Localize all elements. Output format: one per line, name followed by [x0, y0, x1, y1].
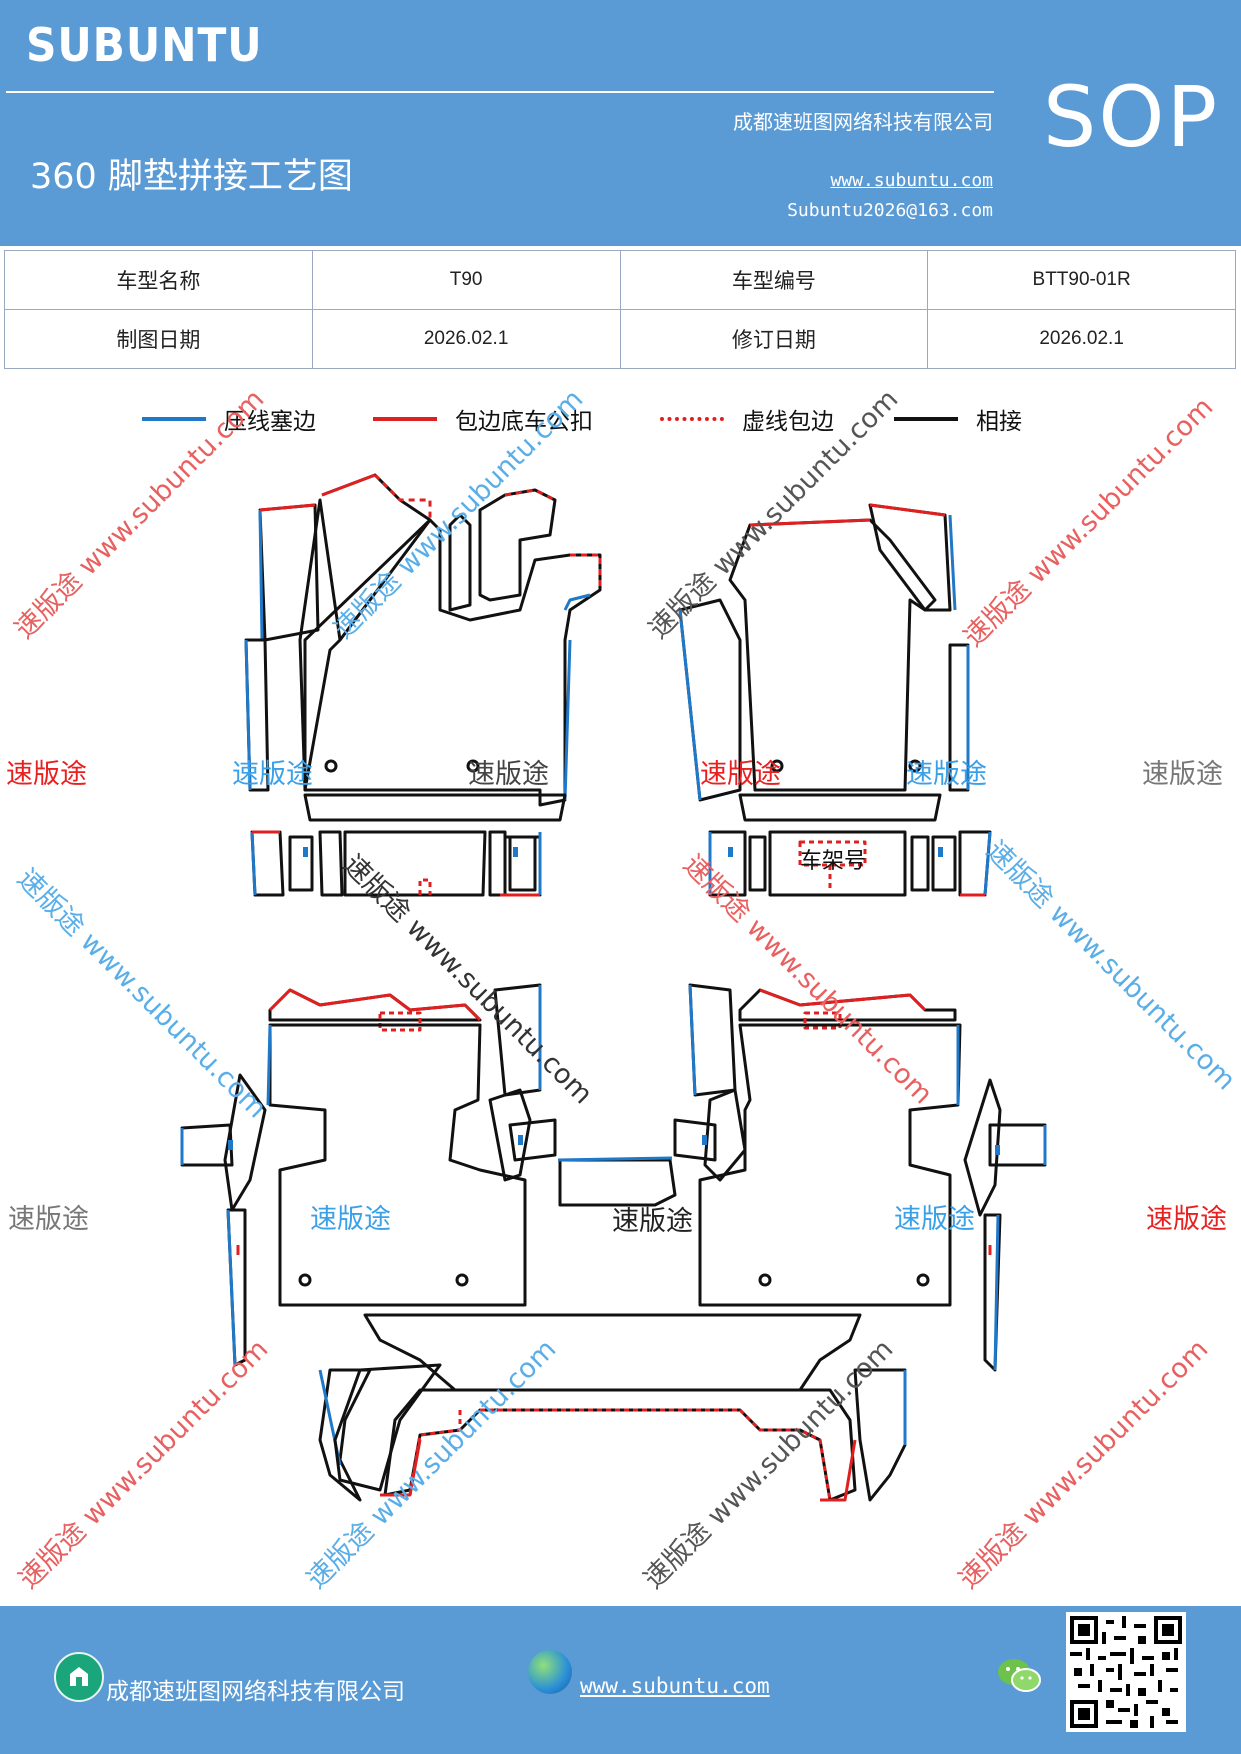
watermark: 速版途 [894, 1204, 975, 1235]
clip-marker [303, 847, 308, 857]
website-link[interactable]: www.subuntu.com [830, 170, 993, 191]
watermark: 速版途 [906, 759, 987, 790]
email-address[interactable]: Subuntu2026@163.com [787, 200, 993, 221]
rear-row-mat [318, 1313, 907, 1502]
watermark: 速版途 [700, 759, 781, 790]
table-row: 车型名称 T90 车型编号 BTT90-01R [4, 250, 1236, 310]
footer-company: 成都速班图网络科技有限公司 [106, 1679, 405, 1705]
watermark: 速版途 [612, 1206, 693, 1237]
watermark: 速版途 [6, 759, 87, 790]
watermark: 速版途 www.subuntu.com [980, 835, 1241, 1096]
watermark: 速版途 [310, 1204, 391, 1235]
clip-marker [228, 1140, 233, 1150]
clip-marker [728, 847, 733, 857]
model-name-value: T90 [311, 250, 621, 310]
header-divider [6, 91, 994, 93]
clip-marker [995, 1145, 1000, 1155]
legend-label: 虚线包边 [742, 409, 834, 435]
legend-label: 相接 [976, 409, 1022, 435]
building-icon [54, 1652, 104, 1702]
watermarks-long: 速版途 www.subuntu.com 速版途 www.subuntu.com … [9, 384, 1241, 1595]
watermark: 速版途 [468, 759, 549, 790]
passenger-front-mat [678, 503, 992, 897]
legend-item-joint: 相接 [894, 404, 1022, 435]
brand-logo: SUBUNTU [26, 18, 263, 72]
watermark: 速版途 www.subuntu.com [638, 1334, 899, 1595]
model-name-label: 车型名称 [4, 250, 313, 310]
legend-label: 压线塞边 [224, 409, 316, 435]
legend-swatch [660, 417, 724, 421]
watermark: 速版途 [1142, 759, 1223, 790]
model-code-label: 车型编号 [619, 250, 929, 310]
watermark: 速版途 www.subuntu.com [953, 1334, 1214, 1595]
clip-markers [228, 847, 1000, 1155]
rear-right-mat [688, 983, 1047, 1372]
draw-date-value: 2026.02.1 [311, 309, 621, 369]
globe-icon [528, 1650, 572, 1694]
watermark: 速版途 www.subuntu.com [328, 384, 589, 645]
building-icon [70, 1667, 88, 1686]
watermark: 速版途 www.subuntu.com [643, 384, 904, 645]
clip-marker [518, 1135, 523, 1145]
watermark: 速版途 www.subuntu.com [337, 849, 598, 1110]
watermark: 速版途 www.subuntu.com [958, 392, 1219, 653]
watermark: 速版途 www.subuntu.com [13, 1334, 274, 1595]
clip-marker [938, 847, 943, 857]
qr-code[interactable] [1066, 1612, 1186, 1732]
legend-swatch [894, 417, 958, 421]
watermark: 速版途 [8, 1204, 89, 1235]
revise-date-value: 2026.02.1 [927, 309, 1236, 369]
watermark: 速版途 www.subuntu.com [677, 849, 938, 1110]
legend-item-wrap-buckle: 包边底车公扣 [373, 404, 593, 435]
legend-swatch [142, 417, 206, 421]
model-code-value: BTT90-01R [927, 250, 1236, 310]
wechat-icon[interactable] [996, 1656, 1042, 1696]
clip-marker [513, 847, 518, 857]
sop-badge: SOP [1043, 68, 1220, 166]
company-name: 成都速班图网络科技有限公司 [733, 110, 993, 134]
watermark: 速版途 www.subuntu.com [11, 863, 272, 1124]
legend-label: 包边底车公扣 [455, 409, 593, 435]
watermark: 速版途 [1146, 1204, 1227, 1235]
footer-website-link[interactable]: www.subuntu.com [580, 1674, 770, 1698]
table-row: 制图日期 2026.02.1 修订日期 2026.02.1 [4, 309, 1236, 369]
frame-number-label: 车架号 [800, 849, 866, 874]
draw-date-label: 制图日期 [4, 309, 313, 369]
info-table: 车型名称 T90 车型编号 BTT90-01R 制图日期 2026.02.1 修… [4, 250, 1236, 369]
rear-left-mat [180, 983, 542, 1367]
qr-code-image [1070, 1616, 1182, 1728]
wechat-icon[interactable] [996, 1656, 1042, 1696]
page-title: 360 脚垫拼接工艺图 [30, 157, 353, 197]
floor-mat-diagram: 车架号 速版途 速版途 速版途 速版途 速版途 速版途 速版途 速版途 速版途 … [6, 384, 1241, 1595]
legend-item-press-line: 压线塞边 [142, 404, 316, 435]
watermark: 速版途 www.subuntu.com [9, 384, 270, 645]
clip-marker [702, 1135, 707, 1145]
watermarks-short: 速版途 速版途 速版途 速版途 速版途 速版途 速版途 速版途 速版途 速版途 … [6, 759, 1227, 1237]
centre-bridge [508, 1118, 717, 1207]
header-banner: SUBUNTU 360 脚垫拼接工艺图 成都速班图网络科技有限公司 www.su… [0, 0, 1241, 246]
driver-front-mat [244, 473, 602, 897]
watermark: 速版途 [232, 759, 313, 790]
revise-date-label: 修订日期 [619, 309, 929, 369]
legend-swatch [373, 417, 437, 421]
legend-item-dashed-wrap: 虚线包边 [660, 404, 834, 435]
